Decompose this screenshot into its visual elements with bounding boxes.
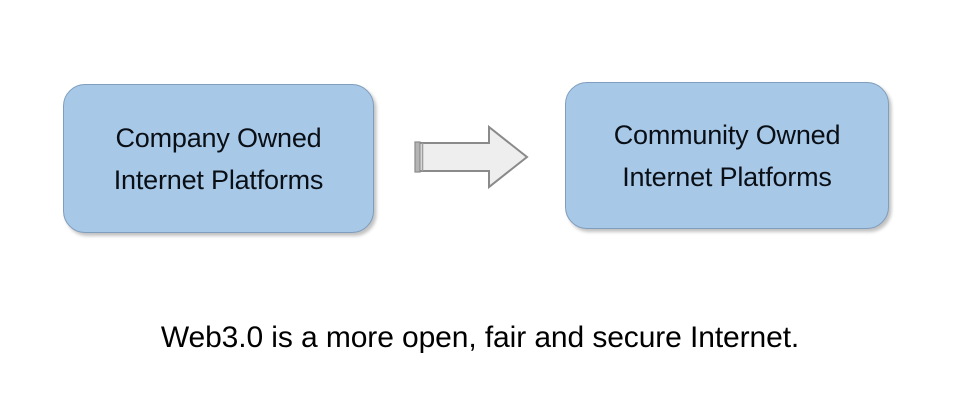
community-owned-node-line-2: Internet Platforms <box>622 161 832 192</box>
right-arrow-icon <box>414 124 529 190</box>
community-owned-node-line-1: Community Owned <box>613 119 841 150</box>
transition-arrow <box>414 124 532 190</box>
arrow-body <box>418 124 529 190</box>
company-owned-node-line-2: Internet Platforms <box>113 164 324 195</box>
diagram-caption: Web3.0 is a more open, fair and secure I… <box>160 321 800 354</box>
arrow-tail-accent <box>414 141 421 173</box>
company-owned-node: Company Owned Internet Platforms <box>63 84 374 233</box>
community-owned-node: Community Owned Internet Platforms <box>565 82 889 229</box>
company-owned-node-line-1: Company Owned <box>115 122 322 153</box>
